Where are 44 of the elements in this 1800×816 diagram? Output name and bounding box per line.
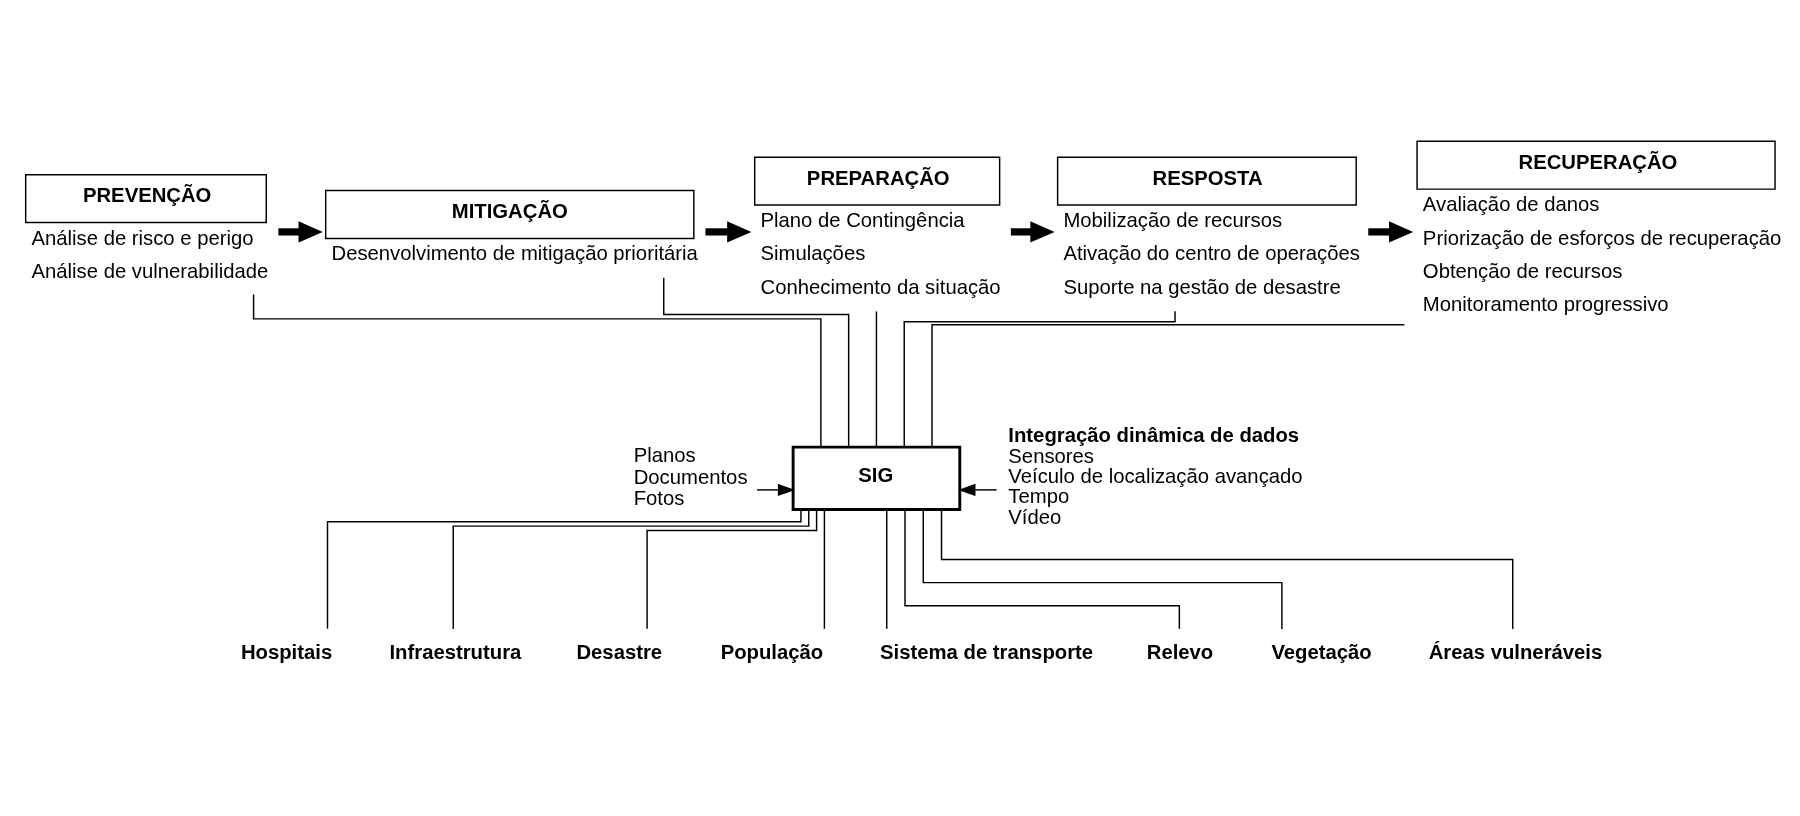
node-text: Planos Documentos Fotos bbox=[633, 443, 748, 510]
connector bbox=[646, 509, 818, 630]
node-label: Conhecimento da situação bbox=[760, 275, 1001, 298]
node-text: Áreas vulneráveis bbox=[1428, 641, 1603, 664]
node-label: Desenvolvimento de mitigação prioritária bbox=[331, 242, 698, 265]
node-label: Análise de vulnerabilidade bbox=[31, 259, 269, 282]
node-text: Relevo bbox=[1146, 641, 1214, 664]
node-text: Sistema de transporte bbox=[880, 641, 1094, 664]
node-text: Integração dinâmica de dados Sensores Veículo de localização avançado Tempo Vídeo bbox=[1008, 424, 1303, 528]
connector bbox=[922, 508, 1283, 630]
node-label: Priorização de esforços de recuperação bbox=[1422, 226, 1782, 249]
node-text: Vegetação bbox=[1271, 641, 1372, 664]
arrow bbox=[958, 483, 998, 496]
node-label: Mobilização de recursos bbox=[1063, 209, 1283, 232]
connector bbox=[931, 323, 1406, 448]
connector bbox=[886, 508, 888, 630]
node-box: SIG bbox=[791, 445, 962, 511]
node-text: População bbox=[720, 641, 824, 664]
node-text: Desastre bbox=[576, 641, 663, 664]
node-text: Infraestrutura bbox=[389, 641, 522, 664]
arrow bbox=[1010, 221, 1055, 243]
connector bbox=[903, 310, 1176, 448]
node-box: RECUPERAÇÃO bbox=[1416, 140, 1776, 190]
node-label: Ativação do centro de operações bbox=[1063, 242, 1360, 265]
arrow bbox=[756, 483, 796, 496]
node-label: Simulações bbox=[760, 242, 866, 265]
connector bbox=[663, 277, 850, 448]
node-label: Avaliação de danos bbox=[1422, 193, 1600, 216]
connector bbox=[940, 509, 1514, 630]
node-label: Monitoramento progressivo bbox=[1422, 293, 1669, 316]
connector bbox=[326, 509, 802, 630]
node-box: PREVENÇÃO bbox=[24, 173, 267, 224]
node-label: Plano de Contingência bbox=[760, 209, 965, 232]
connector bbox=[823, 508, 826, 630]
node-label: Análise de risco e perigo bbox=[31, 226, 254, 249]
connector bbox=[452, 509, 810, 630]
node-text: Hospitais bbox=[240, 641, 333, 664]
node-box: RESPOSTA bbox=[1056, 156, 1357, 206]
connector bbox=[252, 293, 822, 448]
connector bbox=[875, 310, 878, 448]
node-box: PREPARAÇÃO bbox=[753, 156, 1001, 206]
node-label: Suporte na gestão de desastre bbox=[1063, 275, 1341, 298]
node-box: MITIGAÇÃO bbox=[324, 189, 695, 240]
node-label: Obtenção de recursos bbox=[1422, 259, 1623, 282]
